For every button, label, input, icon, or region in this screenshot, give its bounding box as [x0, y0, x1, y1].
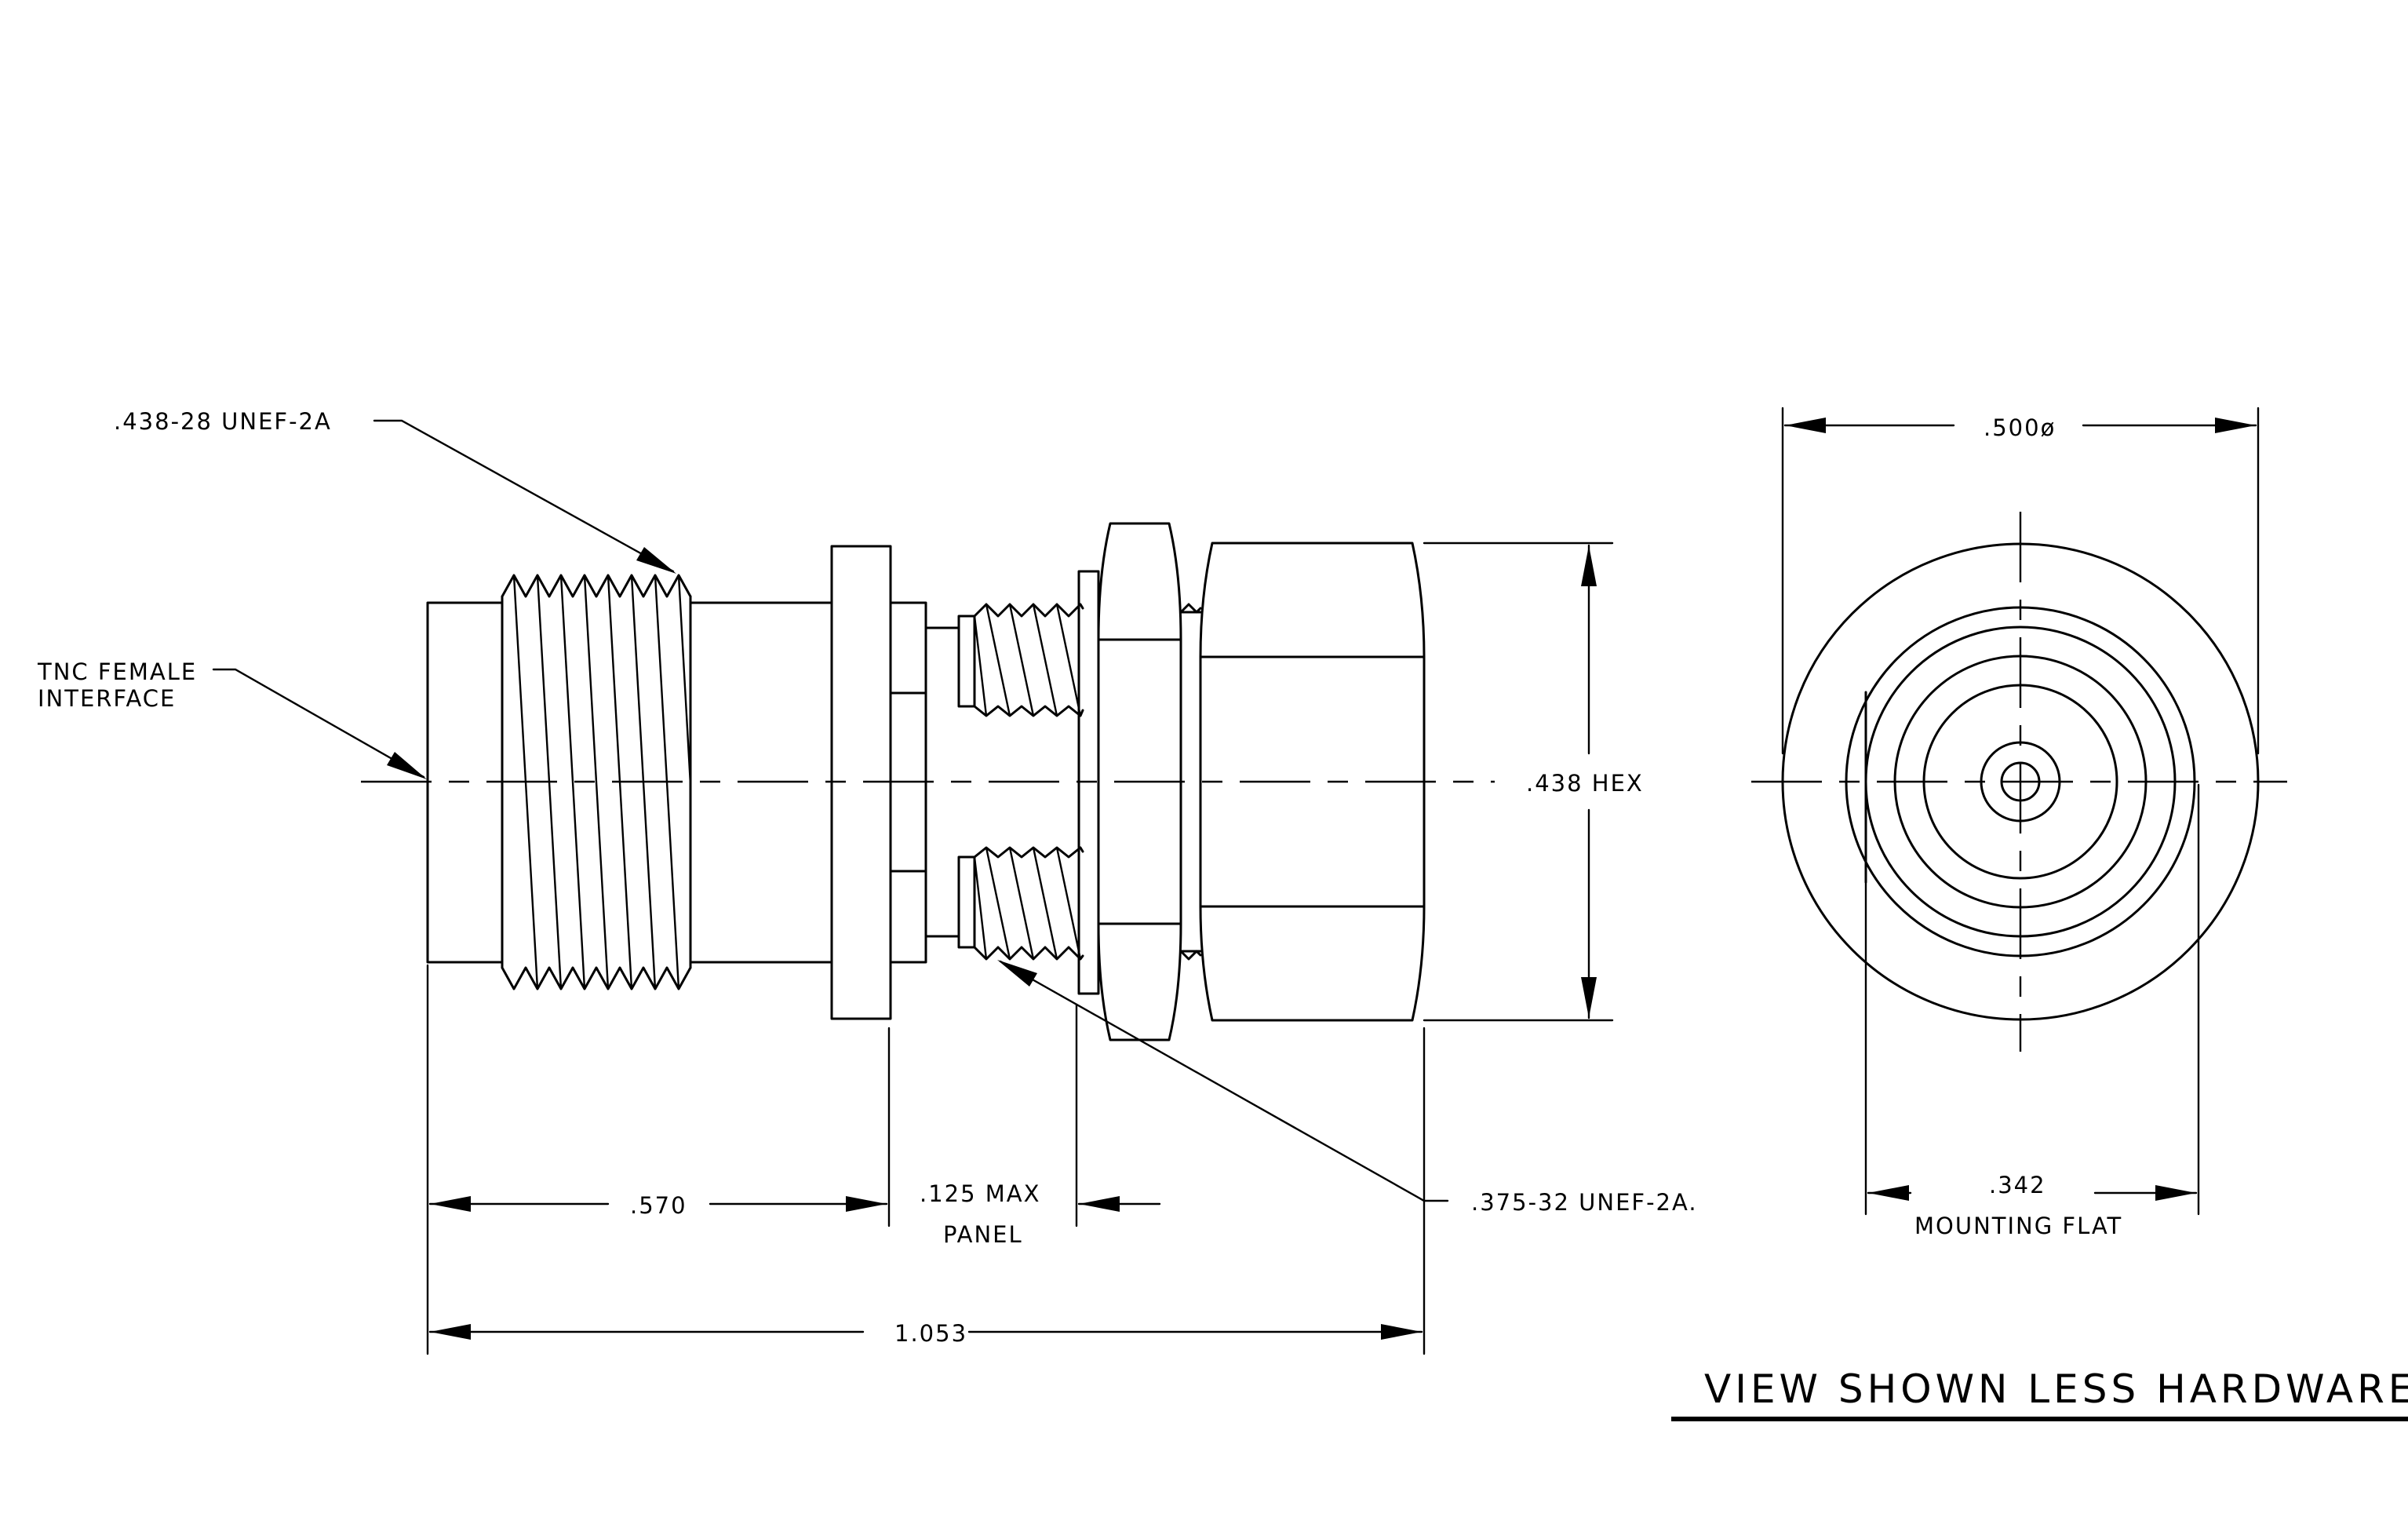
hex-label: .438 HEX	[1526, 770, 1644, 797]
side-view	[361, 522, 1495, 1041]
rear-thread-label: .375-32 UNEF-2A.	[1471, 1189, 1698, 1216]
flat-description-label: MOUNTING FLAT	[1914, 1213, 2122, 1239]
outer-flange-circle	[1781, 542, 2260, 1021]
panel-shoulder	[889, 601, 960, 964]
flat-value-label: .342	[1989, 1172, 2046, 1198]
rear-thread	[957, 603, 1084, 961]
overall-length-label: 1.053	[894, 1320, 967, 1347]
panel-label-line1: .125 MAX	[920, 1180, 1041, 1207]
dim-570-label: .570	[630, 1192, 687, 1219]
gap-thread	[1179, 603, 1202, 961]
main-hex	[1199, 542, 1426, 1022]
panel-label-line2: PANEL	[943, 1221, 1023, 1248]
hex-nut	[1097, 522, 1182, 1041]
pin-outer	[1980, 741, 2061, 823]
interface-label-line1: TNC FEMALE	[37, 658, 197, 685]
view-note: VIEW SHOWN LESS HARDWARE	[1704, 1366, 2408, 1412]
pin-inner	[2000, 761, 2041, 802]
end-view	[1751, 407, 2287, 1216]
dimensions	[212, 419, 1614, 1355]
diameter-label: .500ø	[1984, 414, 2056, 441]
interface-label-line2: INTERFACE	[38, 685, 176, 712]
front-thread-label: .438-28 UNEF-2A	[114, 408, 332, 435]
